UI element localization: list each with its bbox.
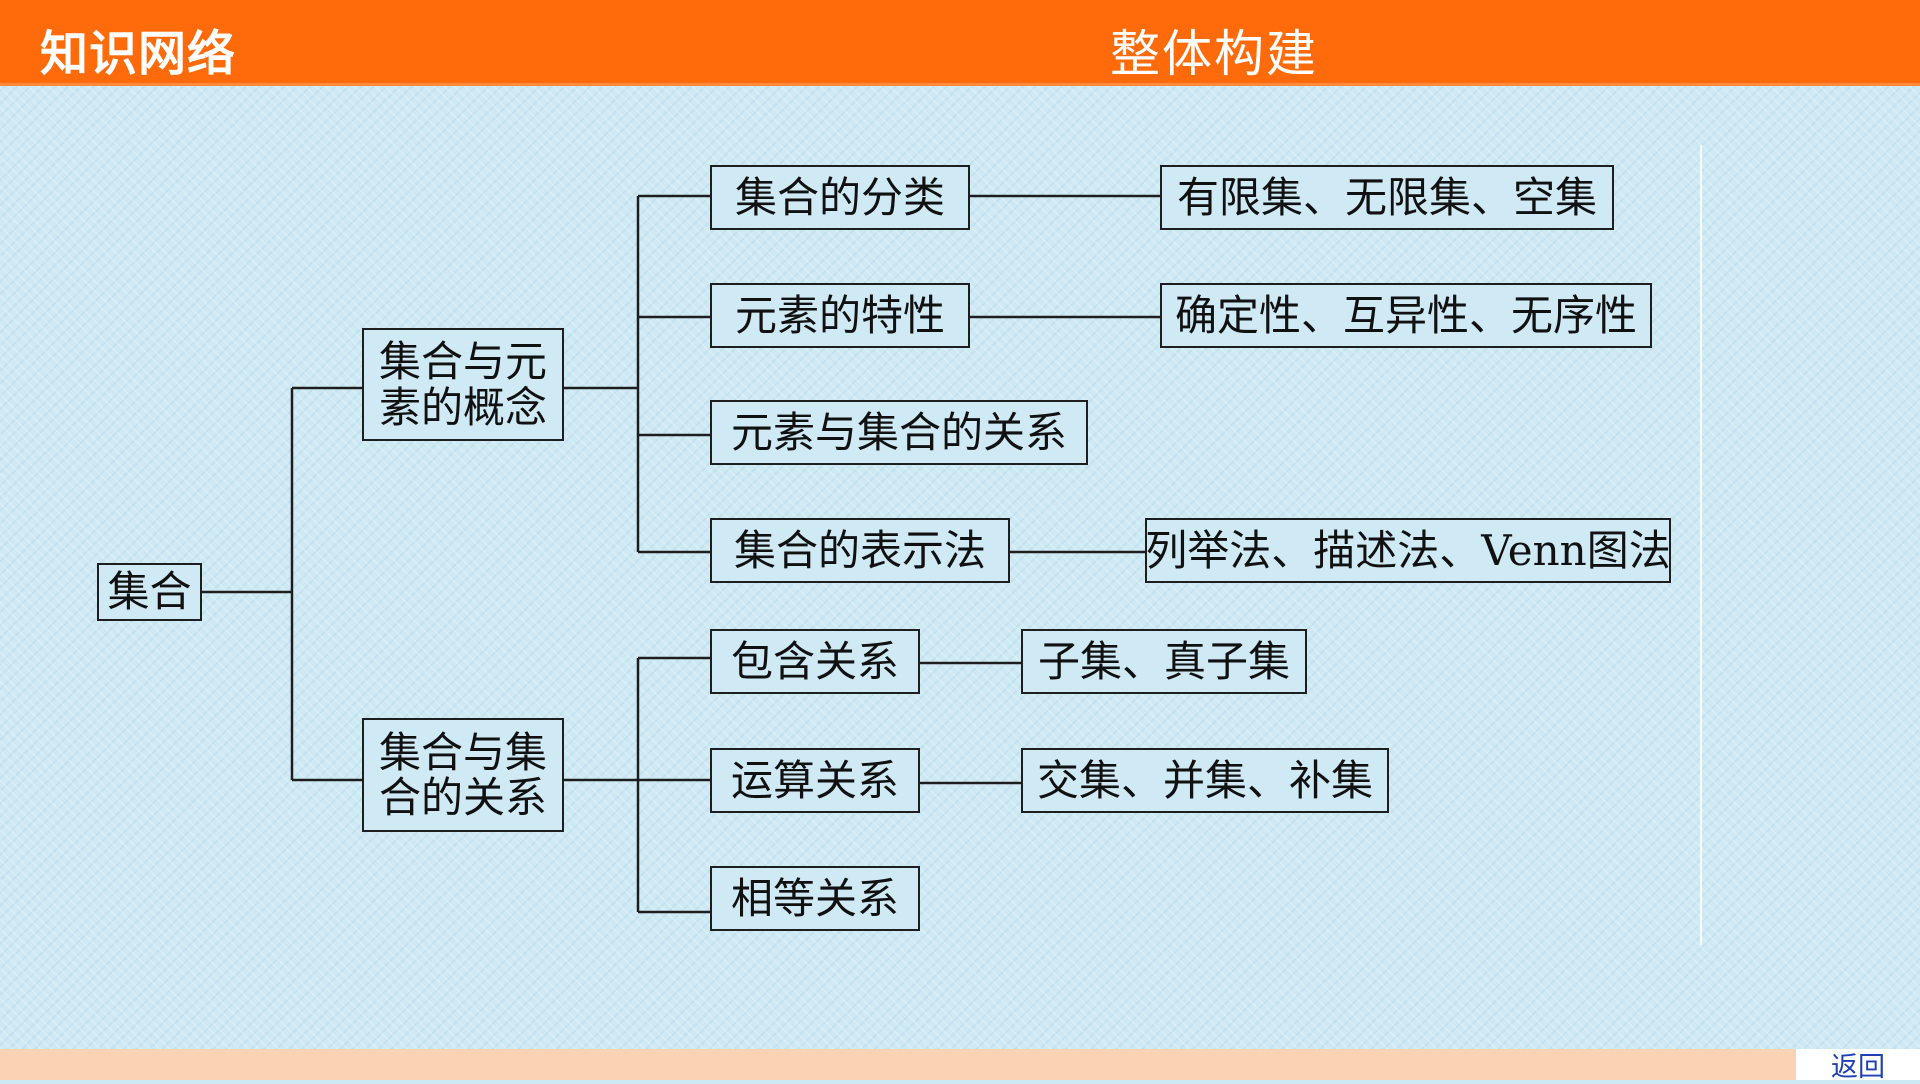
node-element-set-relation: 元素与集合的关系 <box>710 400 1088 465</box>
node-classification: 集合的分类 <box>710 165 970 230</box>
node-root: 集合 <box>97 563 202 621</box>
node-equality: 相等关系 <box>710 866 920 931</box>
divider-line <box>1700 145 1702 945</box>
node-classification-detail: 有限集、无限集、空集 <box>1160 165 1614 230</box>
header-bar: 知识网络 整体构建 <box>0 0 1920 86</box>
section-label: 知识网络 <box>40 26 237 82</box>
node-inclusion: 包含关系 <box>710 629 920 694</box>
node-inclusion-detail: 子集、真子集 <box>1021 629 1307 694</box>
node-representation-detail: 列举法、描述法、Venn图法 <box>1145 518 1671 583</box>
node-properties-detail: 确定性、互异性、无序性 <box>1160 283 1652 348</box>
node-operation: 运算关系 <box>710 748 920 813</box>
page-title: 整体构建 <box>1110 25 1318 83</box>
node-relation-branch: 集合与集合的关系 <box>362 718 564 832</box>
footer-bar: 返回 <box>0 1049 1920 1083</box>
back-button[interactable]: 返回 <box>1796 1049 1920 1083</box>
node-element-properties: 元素的特性 <box>710 283 970 348</box>
node-operation-detail: 交集、并集、补集 <box>1021 748 1389 813</box>
node-concept-branch: 集合与元素的概念 <box>362 328 564 441</box>
node-representation: 集合的表示法 <box>710 518 1010 583</box>
